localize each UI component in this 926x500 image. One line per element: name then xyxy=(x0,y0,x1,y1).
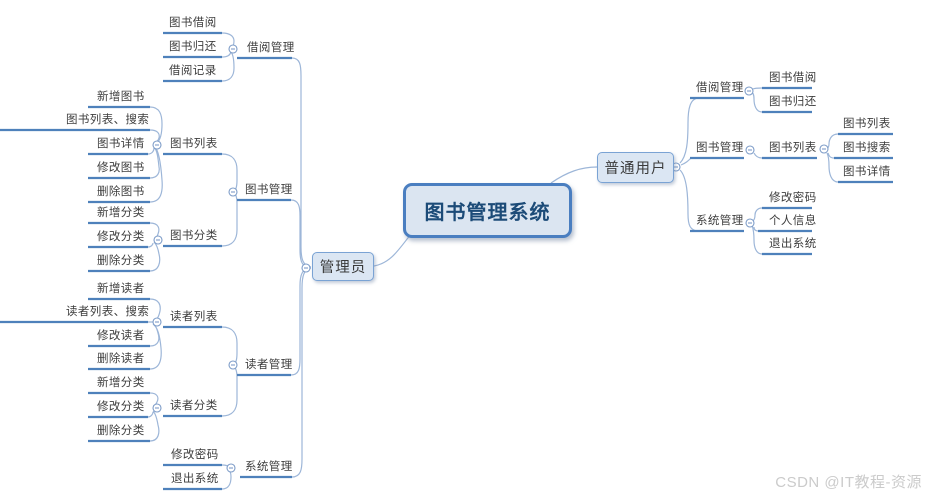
collapse-icon[interactable] xyxy=(228,187,238,197)
node-user-book-borrow[interactable]: 图书借阅 xyxy=(769,72,817,84)
node-admin-change-password[interactable]: 修改密码 xyxy=(171,449,219,461)
node-admin-delete-reader[interactable]: 删除读者 xyxy=(97,353,145,365)
node-admin-delete-reader-category[interactable]: 删除分类 xyxy=(97,425,145,437)
thin-connectors xyxy=(147,32,839,490)
collapse-icon[interactable] xyxy=(744,86,754,96)
branch-underlines xyxy=(0,31,893,491)
node-admin-book-list[interactable]: 图书列表 xyxy=(170,138,218,150)
node-user-book-mgmt[interactable]: 图书管理 xyxy=(696,142,744,154)
node-user-logout[interactable]: 退出系统 xyxy=(769,238,817,250)
node-admin-book-category[interactable]: 图书分类 xyxy=(170,230,218,242)
node-user[interactable]: 普通用户 xyxy=(597,152,674,183)
node-user-book-search[interactable]: 图书搜索 xyxy=(843,142,891,154)
node-admin-reader-mgmt[interactable]: 读者管理 xyxy=(245,359,293,371)
collapse-icon[interactable] xyxy=(228,360,238,370)
node-admin-add-reader-category[interactable]: 新增分类 xyxy=(97,377,145,389)
node-admin-delete-category[interactable]: 删除分类 xyxy=(97,255,145,267)
node-admin-book-return[interactable]: 图书归还 xyxy=(169,41,217,53)
node-admin-book-borrow[interactable]: 图书借阅 xyxy=(169,17,217,29)
node-user-book-list-leaf[interactable]: 图书列表 xyxy=(843,118,891,130)
node-admin-delete-book[interactable]: 删除图书 xyxy=(97,186,145,198)
node-admin-add-category[interactable]: 新增分类 xyxy=(97,207,145,219)
collapse-icon[interactable] xyxy=(226,463,236,473)
node-admin-edit-reader-category[interactable]: 修改分类 xyxy=(97,401,145,413)
node-admin-add-reader[interactable]: 新增读者 xyxy=(97,283,145,295)
node-user-borrow-mgmt[interactable]: 借阅管理 xyxy=(696,82,744,94)
node-admin-reader-list[interactable]: 读者列表 xyxy=(170,311,218,323)
watermark: CSDN @IT教程-资源 xyxy=(775,474,922,491)
node-user-book-detail[interactable]: 图书详情 xyxy=(843,166,891,178)
collapse-icon[interactable] xyxy=(228,44,238,54)
node-user-book-list[interactable]: 图书列表 xyxy=(769,142,817,154)
collapse-icon[interactable] xyxy=(153,235,163,245)
node-admin-logout[interactable]: 退出系统 xyxy=(171,473,219,485)
node-user-profile[interactable]: 个人信息 xyxy=(769,215,817,227)
node-admin-system-mgmt[interactable]: 系统管理 xyxy=(245,461,293,473)
collapse-icon[interactable] xyxy=(301,263,311,273)
collapse-icon[interactable] xyxy=(819,144,829,154)
node-admin-borrow-mgmt[interactable]: 借阅管理 xyxy=(247,42,295,54)
collapse-icon[interactable] xyxy=(152,317,162,327)
node-admin-book-detail[interactable]: 图书详情 xyxy=(97,138,145,150)
node-admin-edit-book[interactable]: 修改图书 xyxy=(97,162,145,174)
collapse-icon[interactable] xyxy=(745,218,755,228)
node-admin[interactable]: 管理员 xyxy=(312,252,374,281)
node-admin-add-book[interactable]: 新增图书 xyxy=(97,91,145,103)
node-admin-reader-category[interactable]: 读者分类 xyxy=(170,400,218,412)
node-user-change-password[interactable]: 修改密码 xyxy=(769,192,817,204)
node-admin-reader-list-search[interactable]: 读者列表、搜索 xyxy=(66,306,150,318)
collapse-icon[interactable] xyxy=(745,145,755,155)
node-admin-edit-reader[interactable]: 修改读者 xyxy=(97,330,145,342)
node-admin-book-list-search[interactable]: 图书列表、搜索 xyxy=(66,114,150,126)
collapse-icon[interactable] xyxy=(152,140,162,150)
collapse-icon[interactable] xyxy=(152,403,162,413)
root-topic[interactable]: 图书管理系统 xyxy=(403,183,572,238)
collapse-toggles xyxy=(152,44,829,473)
node-admin-book-mgmt[interactable]: 图书管理 xyxy=(245,184,293,196)
node-admin-edit-category[interactable]: 修改分类 xyxy=(97,231,145,243)
node-user-system-mgmt[interactable]: 系统管理 xyxy=(696,215,744,227)
node-user-book-return[interactable]: 图书归还 xyxy=(769,96,817,108)
node-admin-borrow-records[interactable]: 借阅记录 xyxy=(169,65,217,77)
